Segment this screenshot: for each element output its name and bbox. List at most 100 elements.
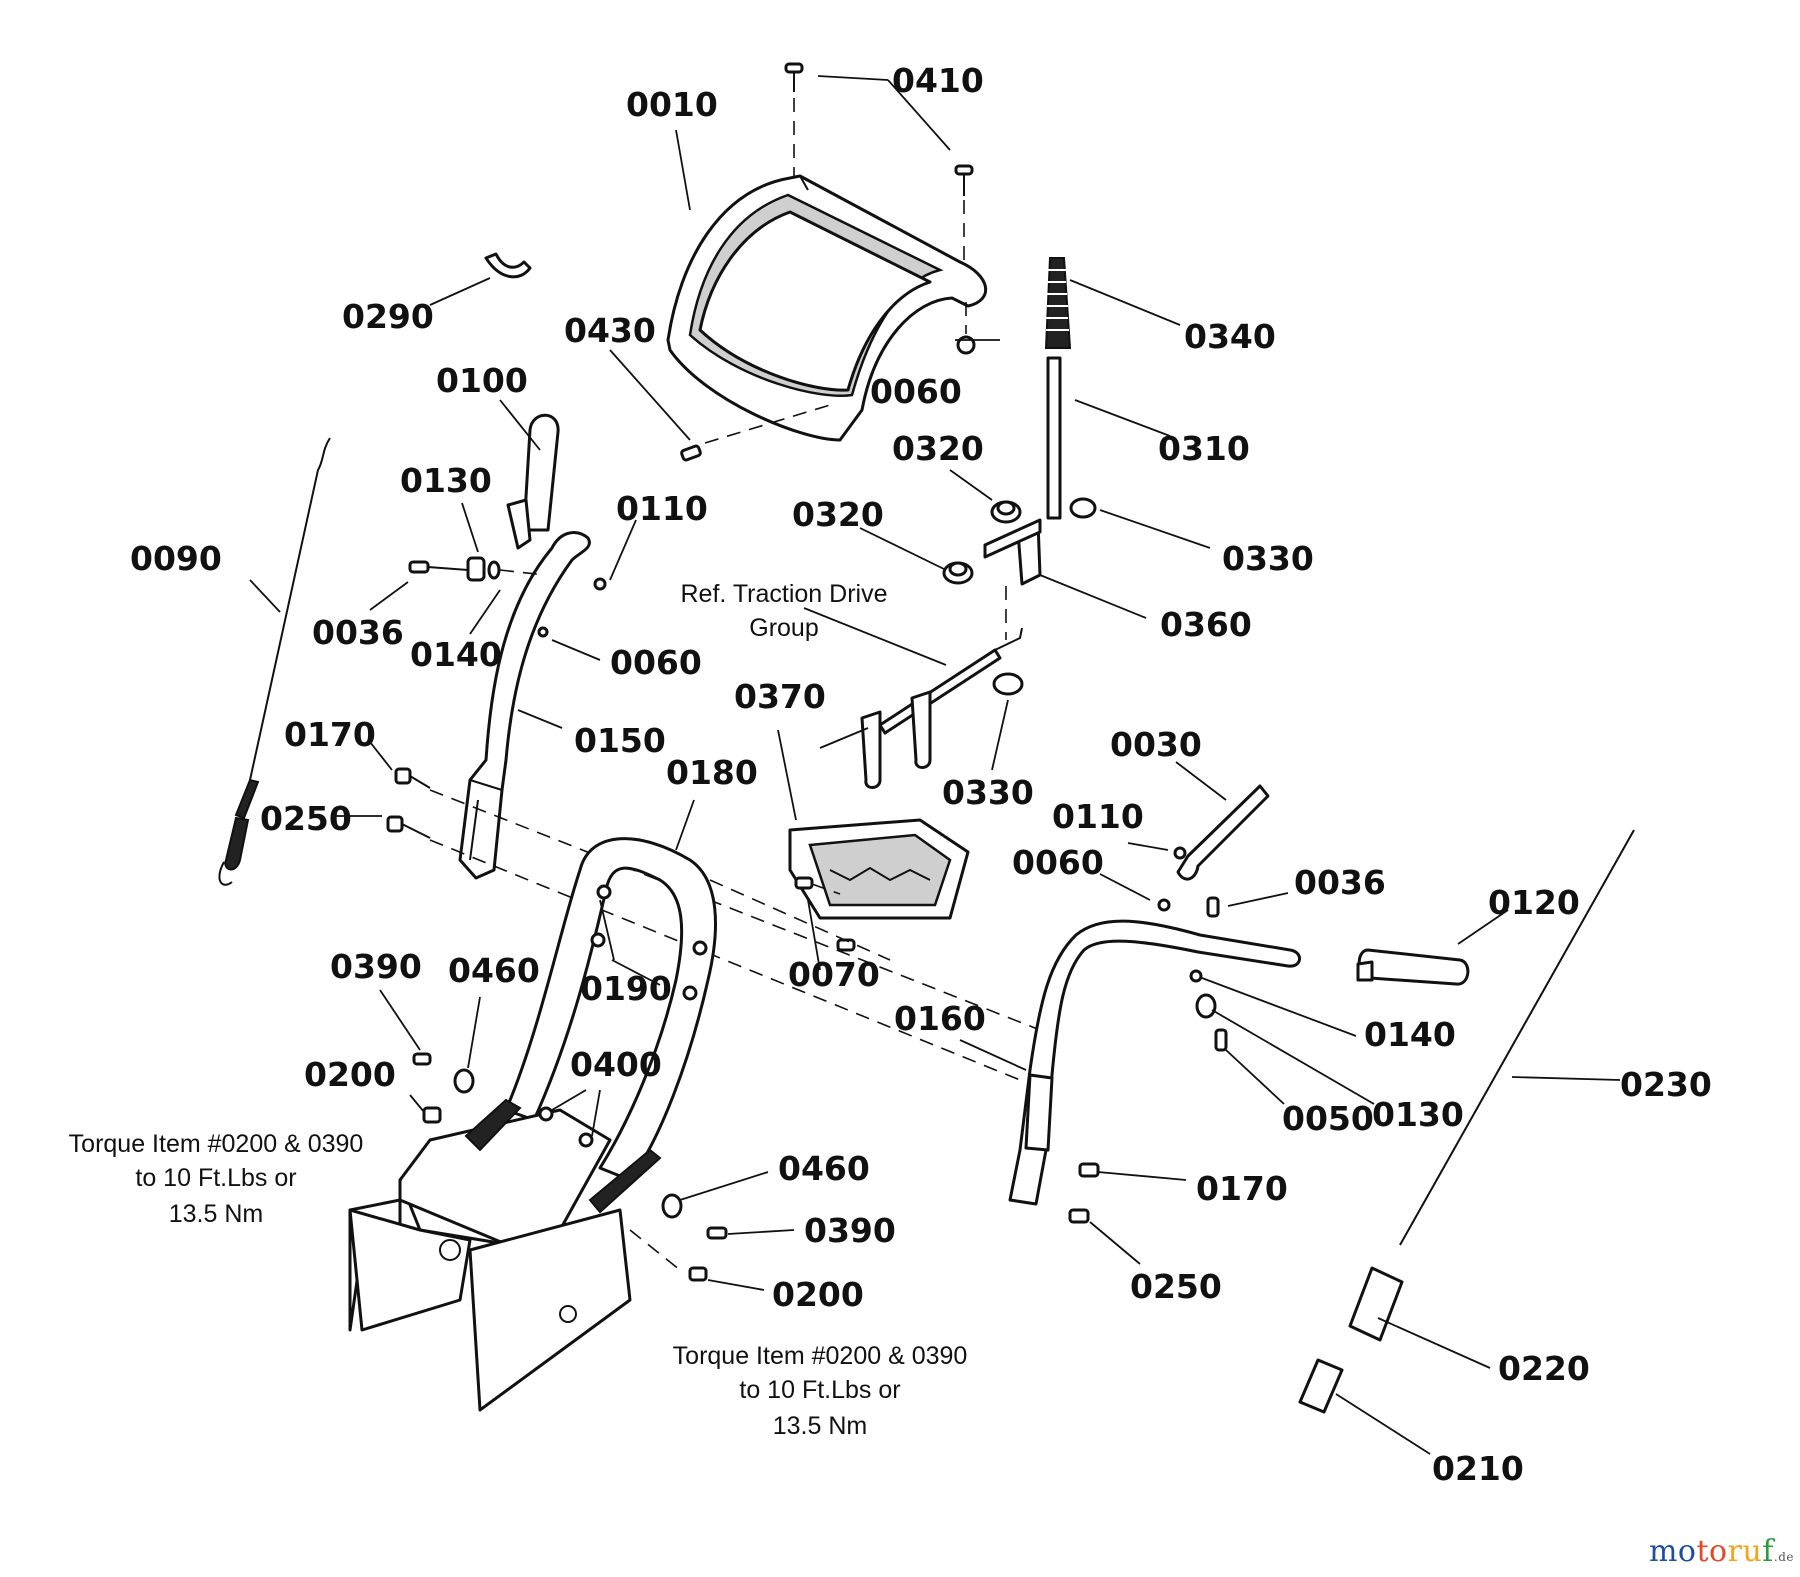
knob-0320-top: [990, 500, 1022, 524]
part-labels: 0410 0010 0290 0430 0060 0340 0100 0310 …: [130, 61, 1712, 1488]
cable-0090: [218, 437, 331, 886]
part-label: 0330: [942, 773, 1034, 812]
svg-text:13.5 Nm: 13.5 Nm: [773, 1412, 867, 1440]
part-label: 0230: [1620, 1065, 1712, 1104]
part-label: 0140: [1364, 1015, 1456, 1054]
part-label: 0130: [400, 461, 492, 500]
part-label: 0200: [304, 1055, 396, 1094]
svg-text:13.5 Nm: 13.5 Nm: [169, 1200, 263, 1228]
nut-0330-top: [1069, 497, 1097, 519]
spacer-0130-left: [466, 556, 486, 582]
part-label: 0060: [1012, 843, 1104, 882]
bolt-0170-right: [1078, 1162, 1100, 1178]
screw-0070-a: [794, 876, 814, 890]
svg-text:to 10 Ft.Lbs or: to 10 Ft.Lbs or: [739, 1376, 900, 1404]
part-label: 0410: [892, 61, 984, 100]
cable-0230: [1399, 829, 1635, 1246]
part-label: 0430: [564, 311, 656, 350]
bolt-0036-left: [408, 560, 469, 574]
bracket-0360: [983, 518, 1042, 586]
washer-0460-right: [661, 1193, 683, 1219]
part-label: 0390: [804, 1211, 896, 1250]
nut-0110-right: [1173, 846, 1187, 860]
bolt-0250-left: [386, 815, 431, 839]
washer-0140-right: [1189, 969, 1203, 983]
bolt-0390-right: [706, 1226, 728, 1240]
part-label: 0400: [570, 1045, 662, 1084]
part-label: 0210: [1432, 1449, 1524, 1488]
nut-0110-left: [593, 577, 607, 591]
part-label: 0370: [734, 677, 826, 716]
right-grip-0120: [1356, 948, 1470, 986]
nut-0060-left: [537, 626, 549, 638]
nut-0330-lower: [992, 672, 1024, 696]
part-label: 0190: [580, 969, 672, 1008]
leader-lines: [249, 75, 1621, 1455]
screw-0410-top: [784, 62, 804, 92]
part-label: 0290: [342, 297, 434, 336]
part-label: 0030: [1110, 725, 1202, 764]
plate-0210: [1298, 1358, 1344, 1414]
part-label: 0100: [436, 361, 528, 400]
nut-0190-c: [692, 940, 708, 956]
grip-0220: [1348, 1266, 1404, 1342]
part-label: 0070: [788, 955, 880, 994]
part-label: 0330: [1222, 539, 1314, 578]
part-label: 0110: [1052, 797, 1144, 836]
brand-tld: .de: [1773, 1550, 1794, 1564]
bolt-0250-right: [1068, 1208, 1090, 1224]
part-label: 0010: [626, 85, 718, 124]
note-torque-bottom: Torque Item #0200 & 0390 to 10 Ft.Lbs or…: [673, 1342, 968, 1440]
screw-0070-b: [836, 938, 856, 952]
part-label: 0340: [1184, 317, 1276, 356]
part-label: 0170: [284, 715, 376, 754]
bracket-right: [588, 1148, 662, 1214]
part-label: 0390: [330, 947, 422, 986]
right-upper-handle-0160: [1008, 919, 1301, 1206]
nut-0060-chute: [956, 335, 976, 355]
part-label: 0110: [616, 489, 708, 528]
part-label: 0220: [1498, 1349, 1590, 1388]
part-label: 0060: [870, 372, 962, 411]
svg-text:Torque Item #0200 & 0390: Torque Item #0200 & 0390: [673, 1342, 968, 1370]
washer-0140-left: [487, 560, 501, 580]
part-label: 0120: [1488, 883, 1580, 922]
part-label: 0320: [792, 495, 884, 534]
bolt-0036-right: [1206, 896, 1220, 918]
knob-0320-left: [942, 561, 974, 585]
bolt-0170-left: [394, 767, 431, 789]
brand-part: f: [1762, 1534, 1774, 1569]
svg-text:Group: Group: [749, 614, 818, 642]
spacer-0130-right: [1195, 993, 1217, 1019]
part-label: 0036: [312, 613, 404, 652]
part-label: 0170: [1196, 1169, 1288, 1208]
part-label: 0050: [1282, 1099, 1374, 1138]
nut-0190-a: [596, 884, 612, 900]
rod-0310: [1046, 356, 1062, 520]
part-label: 0360: [1160, 605, 1252, 644]
bracket-0370: [788, 818, 970, 920]
nut-0400-b: [578, 1132, 594, 1148]
screw-0410-right: [954, 164, 974, 196]
svg-text:Torque Item #0200 & 0390: Torque Item #0200 & 0390: [69, 1130, 364, 1158]
screw-0430: [680, 444, 702, 462]
nut-0190-b: [590, 932, 606, 948]
chute-deflector: [666, 174, 987, 442]
mounting-frame: [348, 1108, 632, 1412]
left-grip-0100: [506, 413, 560, 550]
bracket-left: [464, 1098, 522, 1152]
part-label: 0060: [610, 643, 702, 682]
part-label: 0310: [1158, 429, 1250, 468]
part-label: 0180: [666, 753, 758, 792]
nut-0400-a: [538, 1106, 554, 1122]
nut-0190-d: [682, 985, 698, 1001]
washer-0460-left: [453, 1068, 475, 1094]
clip-0290: [484, 252, 532, 279]
part-label: 0200: [772, 1275, 864, 1314]
note-ref-traction: Ref. Traction Drive Group: [680, 580, 887, 642]
part-label: 0090: [130, 539, 222, 578]
part-label: 0320: [892, 429, 984, 468]
bolt-0390-left: [412, 1052, 432, 1066]
svg-text:Ref. Traction Drive: Ref. Traction Drive: [680, 580, 887, 608]
